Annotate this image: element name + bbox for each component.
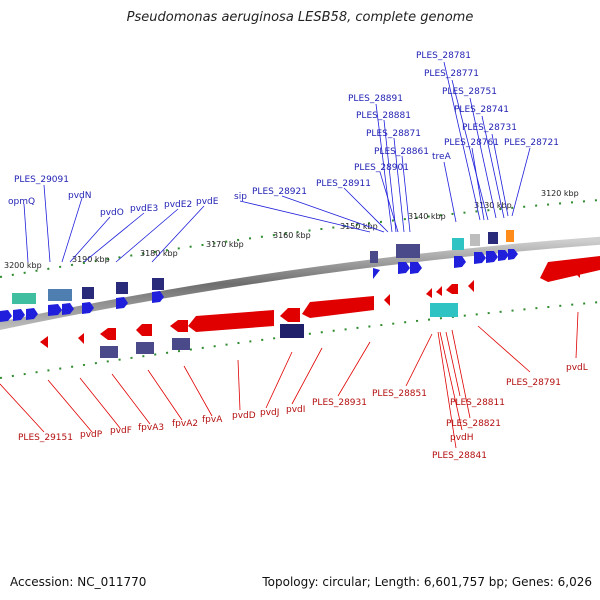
map-title: Pseudomonas aeruginosa LESB58, complete … bbox=[126, 10, 474, 25]
gene-label: PLES_28861 bbox=[374, 147, 429, 157]
tick-label: 3130 kbp bbox=[474, 201, 512, 210]
gene-label: PLES_28791 bbox=[506, 378, 561, 388]
gene-label: PLES_28871 bbox=[366, 129, 421, 139]
gene-label: pvdH bbox=[450, 433, 474, 443]
gene-label: pvdE3 bbox=[130, 204, 158, 214]
gene-label: pvdI bbox=[286, 405, 305, 415]
gene-label: pvdO bbox=[100, 208, 124, 218]
tick-label: 3120 kbp bbox=[541, 189, 579, 198]
forward-scale-line bbox=[0, 199, 600, 278]
gene-label: PLES_29151 bbox=[18, 433, 73, 443]
forward-feature-boxes bbox=[12, 230, 514, 304]
reverse-scale-line bbox=[0, 301, 600, 379]
gene-label: PLES_28751 bbox=[442, 87, 497, 97]
gene-label: PLES_28721 bbox=[504, 138, 559, 148]
tick-label: 3170 kbp bbox=[206, 240, 244, 249]
forward-labels: opmQ PLES_29091 pvdN pvdO pvdE3 pvdE2 pv… bbox=[8, 51, 559, 218]
gene-label: PLES_28921 bbox=[252, 187, 307, 197]
forward-genes bbox=[0, 249, 518, 322]
accession-text: Accession: NC_011770 bbox=[10, 575, 147, 589]
gene-label: PLES_28781 bbox=[416, 51, 471, 61]
gene-label: fpvA bbox=[202, 415, 223, 425]
topology-text: Topology: circular; Length: 6,601,757 bp… bbox=[262, 575, 592, 589]
tick-label: 3190 kbp bbox=[72, 255, 110, 264]
tick-label: 3160 kbp bbox=[273, 231, 311, 240]
gene-label: pvdL bbox=[566, 363, 588, 373]
gene-label: pvdE2 bbox=[164, 200, 192, 210]
gene-label: PLES_28811 bbox=[450, 398, 505, 408]
gene-label: PLES_28771 bbox=[424, 69, 479, 79]
gene-label: pvdD bbox=[232, 411, 256, 421]
gene-label: fpvA2 bbox=[172, 419, 198, 429]
tick-labels: 3200 kbp 3190 kbp 3180 kbp 3170 kbp 3160… bbox=[4, 189, 579, 270]
tick-label: 3150 kbp bbox=[340, 222, 378, 231]
gene-label: PLES_28911 bbox=[316, 179, 371, 189]
gene-label: pvdE bbox=[196, 197, 219, 207]
reverse-labels: PLES_29151 pvdP pvdF fpvA3 fpvA2 fpvA pv… bbox=[18, 363, 588, 461]
reverse-genes bbox=[40, 256, 600, 348]
gene-label: treA bbox=[432, 152, 452, 162]
gene-label: PLES_28821 bbox=[446, 419, 501, 429]
tick-label: 3200 kbp bbox=[4, 261, 42, 270]
gene-label: sip bbox=[234, 192, 247, 202]
reverse-leader-lines bbox=[0, 311, 579, 449]
forward-leader-lines bbox=[23, 61, 531, 263]
gene-label: pvdF bbox=[110, 426, 132, 436]
gene-label: opmQ bbox=[8, 197, 35, 207]
gene-label: PLES_28901 bbox=[354, 163, 409, 173]
genome-backbone bbox=[0, 236, 600, 330]
gene-label: PLES_28741 bbox=[454, 105, 509, 115]
gene-label: PLES_28851 bbox=[372, 389, 427, 399]
gene-label: PLES_28761 bbox=[444, 138, 499, 148]
reverse-feature-boxes bbox=[100, 303, 458, 358]
gene-label: PLES_28881 bbox=[356, 111, 411, 121]
gene-label: PLES_28931 bbox=[312, 398, 367, 408]
gene-label: PLES_29091 bbox=[14, 175, 69, 185]
gene-label: PLES_28841 bbox=[432, 451, 487, 461]
gene-label: pvdJ bbox=[260, 408, 279, 418]
tick-label: 3140 kbp bbox=[408, 212, 446, 221]
gene-label: fpvA3 bbox=[138, 423, 164, 433]
gene-label: pvdN bbox=[68, 191, 91, 201]
tick-label: 3180 kbp bbox=[140, 249, 178, 258]
gene-label: pvdP bbox=[80, 430, 103, 440]
gene-label: PLES_28731 bbox=[462, 123, 517, 133]
gene-label: PLES_28891 bbox=[348, 94, 403, 104]
